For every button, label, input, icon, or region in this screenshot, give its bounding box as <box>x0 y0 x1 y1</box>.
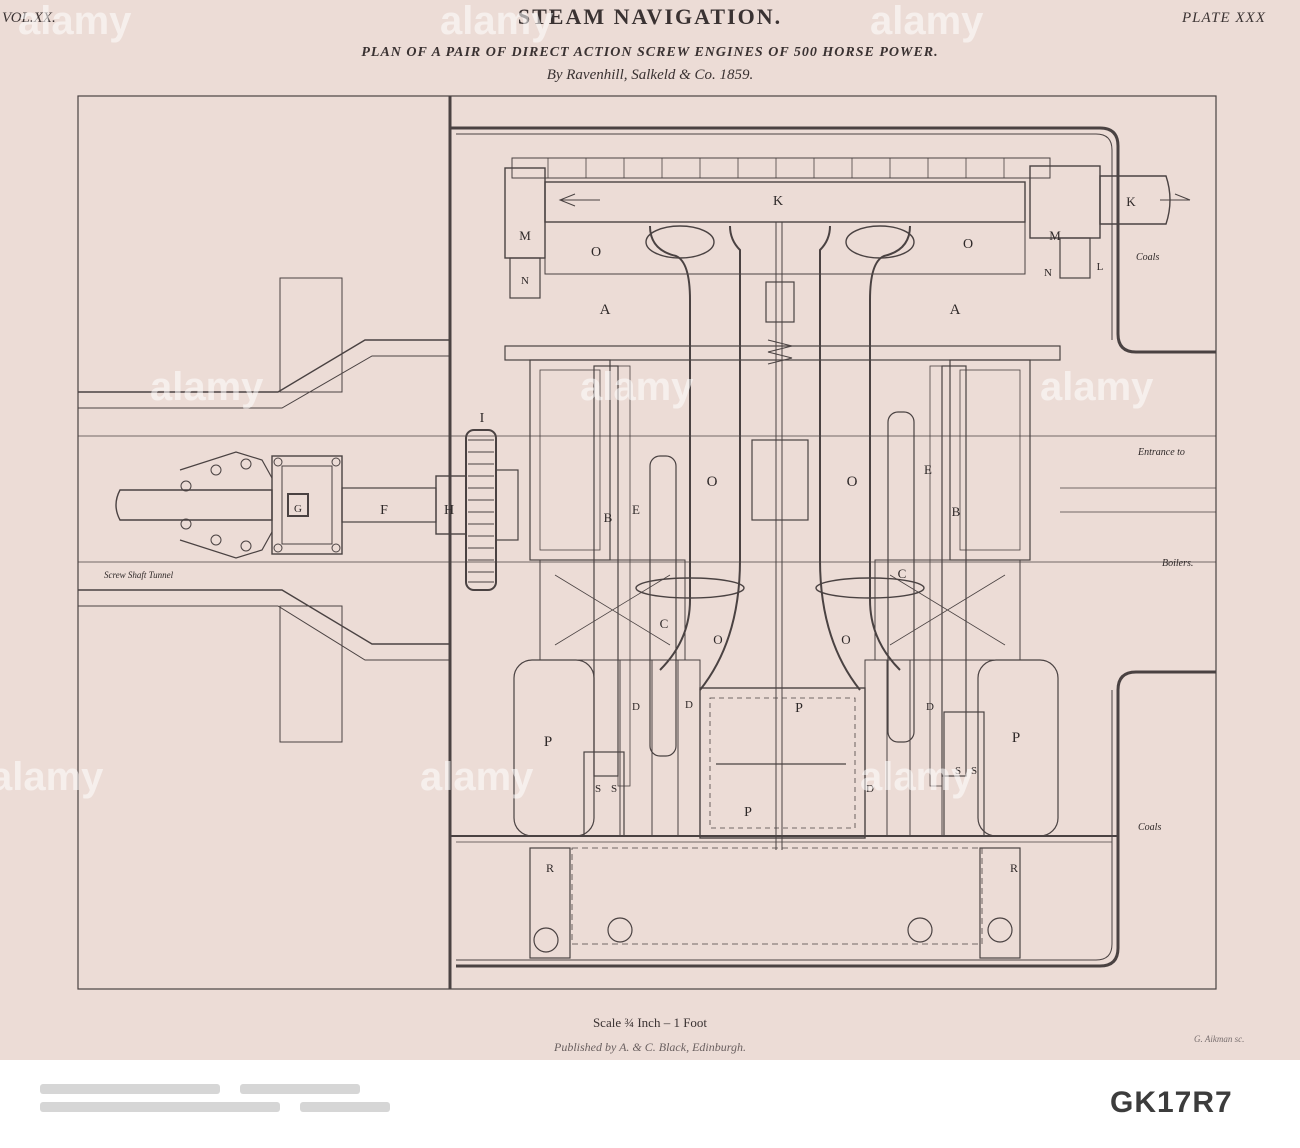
label-k-inlet: K <box>1126 194 1136 209</box>
label-d-4: D <box>926 701 934 713</box>
watermark: alamy alamy alamy alamy alamy alamy alam… <box>0 0 1154 799</box>
label-p-center-top: P <box>795 701 803 716</box>
volume-label: VOL.XX. <box>2 10 56 26</box>
label-g: G <box>294 503 302 515</box>
label-d-1: D <box>632 701 640 713</box>
label-d-3: D <box>866 783 874 795</box>
label-i: I <box>480 411 485 426</box>
watermark-text-1: alamy <box>18 0 132 43</box>
note-coals-top: Coals <box>1136 252 1159 263</box>
label-b-left: B <box>604 510 613 525</box>
label-o-upper-right: O <box>963 237 973 252</box>
note-boilers: Boilers. <box>1162 558 1193 569</box>
label-s-2: S <box>611 783 617 795</box>
watermark-text-6: alamy <box>1040 365 1154 409</box>
plate: VOL.XX. STEAM NAVIGATION. PLATE XXX PLAN… <box>0 0 1300 1060</box>
label-p-right: P <box>1012 730 1020 746</box>
label-c-right: C <box>898 566 907 581</box>
label-a-right: A <box>950 302 961 318</box>
plate-subtitle: PLAN OF A PAIR OF DIRECT ACTION SCREW EN… <box>361 45 939 60</box>
label-p-left: P <box>544 734 552 750</box>
note-screw-shaft-tunnel: Screw Shaft Tunnel <box>104 570 174 580</box>
engraver-credit: G. Aikman sc. <box>1194 1034 1245 1044</box>
label-o-left-pipe: O <box>707 474 718 490</box>
label-s-3: S <box>955 765 961 777</box>
label-r-left: R <box>546 861 554 875</box>
watermark-text-4: alamy <box>150 365 264 409</box>
label-r-right: R <box>1010 861 1018 875</box>
label-n-left: N <box>521 275 529 287</box>
plate-title: STEAM NAVIGATION. <box>517 4 783 29</box>
label-e-right: E <box>924 462 932 477</box>
watermark-text-3: alamy <box>870 0 984 43</box>
plate-number: PLATE XXX <box>1182 10 1266 26</box>
label-o-lower-right: O <box>841 632 850 647</box>
label-o-lower-left: O <box>713 632 722 647</box>
label-a-left: A <box>600 302 611 318</box>
label-k-main: K <box>773 194 783 209</box>
watermark-text-7: alamy <box>0 755 104 799</box>
label-h: H <box>444 503 454 518</box>
part-labels: K K M M N N L O O A A O O O O B B E E C … <box>294 194 1136 875</box>
stock-barcode <box>40 1084 940 1126</box>
label-l: L <box>1097 261 1104 273</box>
label-p-center-bottom: P <box>744 805 752 820</box>
watermark-text-2: alamy <box>440 0 554 43</box>
label-b-right: B <box>952 504 961 519</box>
note-entrance: Entrance to <box>1137 447 1185 458</box>
watermark-text-8: alamy <box>420 755 534 799</box>
watermark-text-5: alamy <box>580 365 694 409</box>
label-c-left: C <box>660 616 669 631</box>
label-d-2: D <box>685 699 693 711</box>
plate-byline: By Ravenhill, Salkeld & Co. 1859. <box>546 67 754 83</box>
stock-footer: GK17R7 <box>0 1060 1300 1148</box>
watermark-text-9: alamy <box>860 755 974 799</box>
label-s-1: S <box>595 783 601 795</box>
label-f: F <box>380 503 388 518</box>
label-n-right: N <box>1044 267 1052 279</box>
label-m-left: M <box>519 228 531 243</box>
publisher-imprint: Published by A. & C. Black, Edinburgh. <box>554 1040 746 1054</box>
label-o-right-pipe: O <box>847 474 858 490</box>
scale-note: Scale ¾ Inch – 1 Foot <box>592 1015 708 1030</box>
label-e-left: E <box>632 502 640 517</box>
label-m-right: M <box>1049 228 1061 243</box>
label-o-upper-left: O <box>591 245 601 260</box>
note-coals-bottom: Coals <box>1138 822 1161 833</box>
stock-id: GK17R7 <box>1110 1086 1233 1119</box>
label-s-4: S <box>971 765 977 777</box>
engine-plan-drawing: K K M M N N L O O A A O O O O B B E E C … <box>0 0 1217 990</box>
